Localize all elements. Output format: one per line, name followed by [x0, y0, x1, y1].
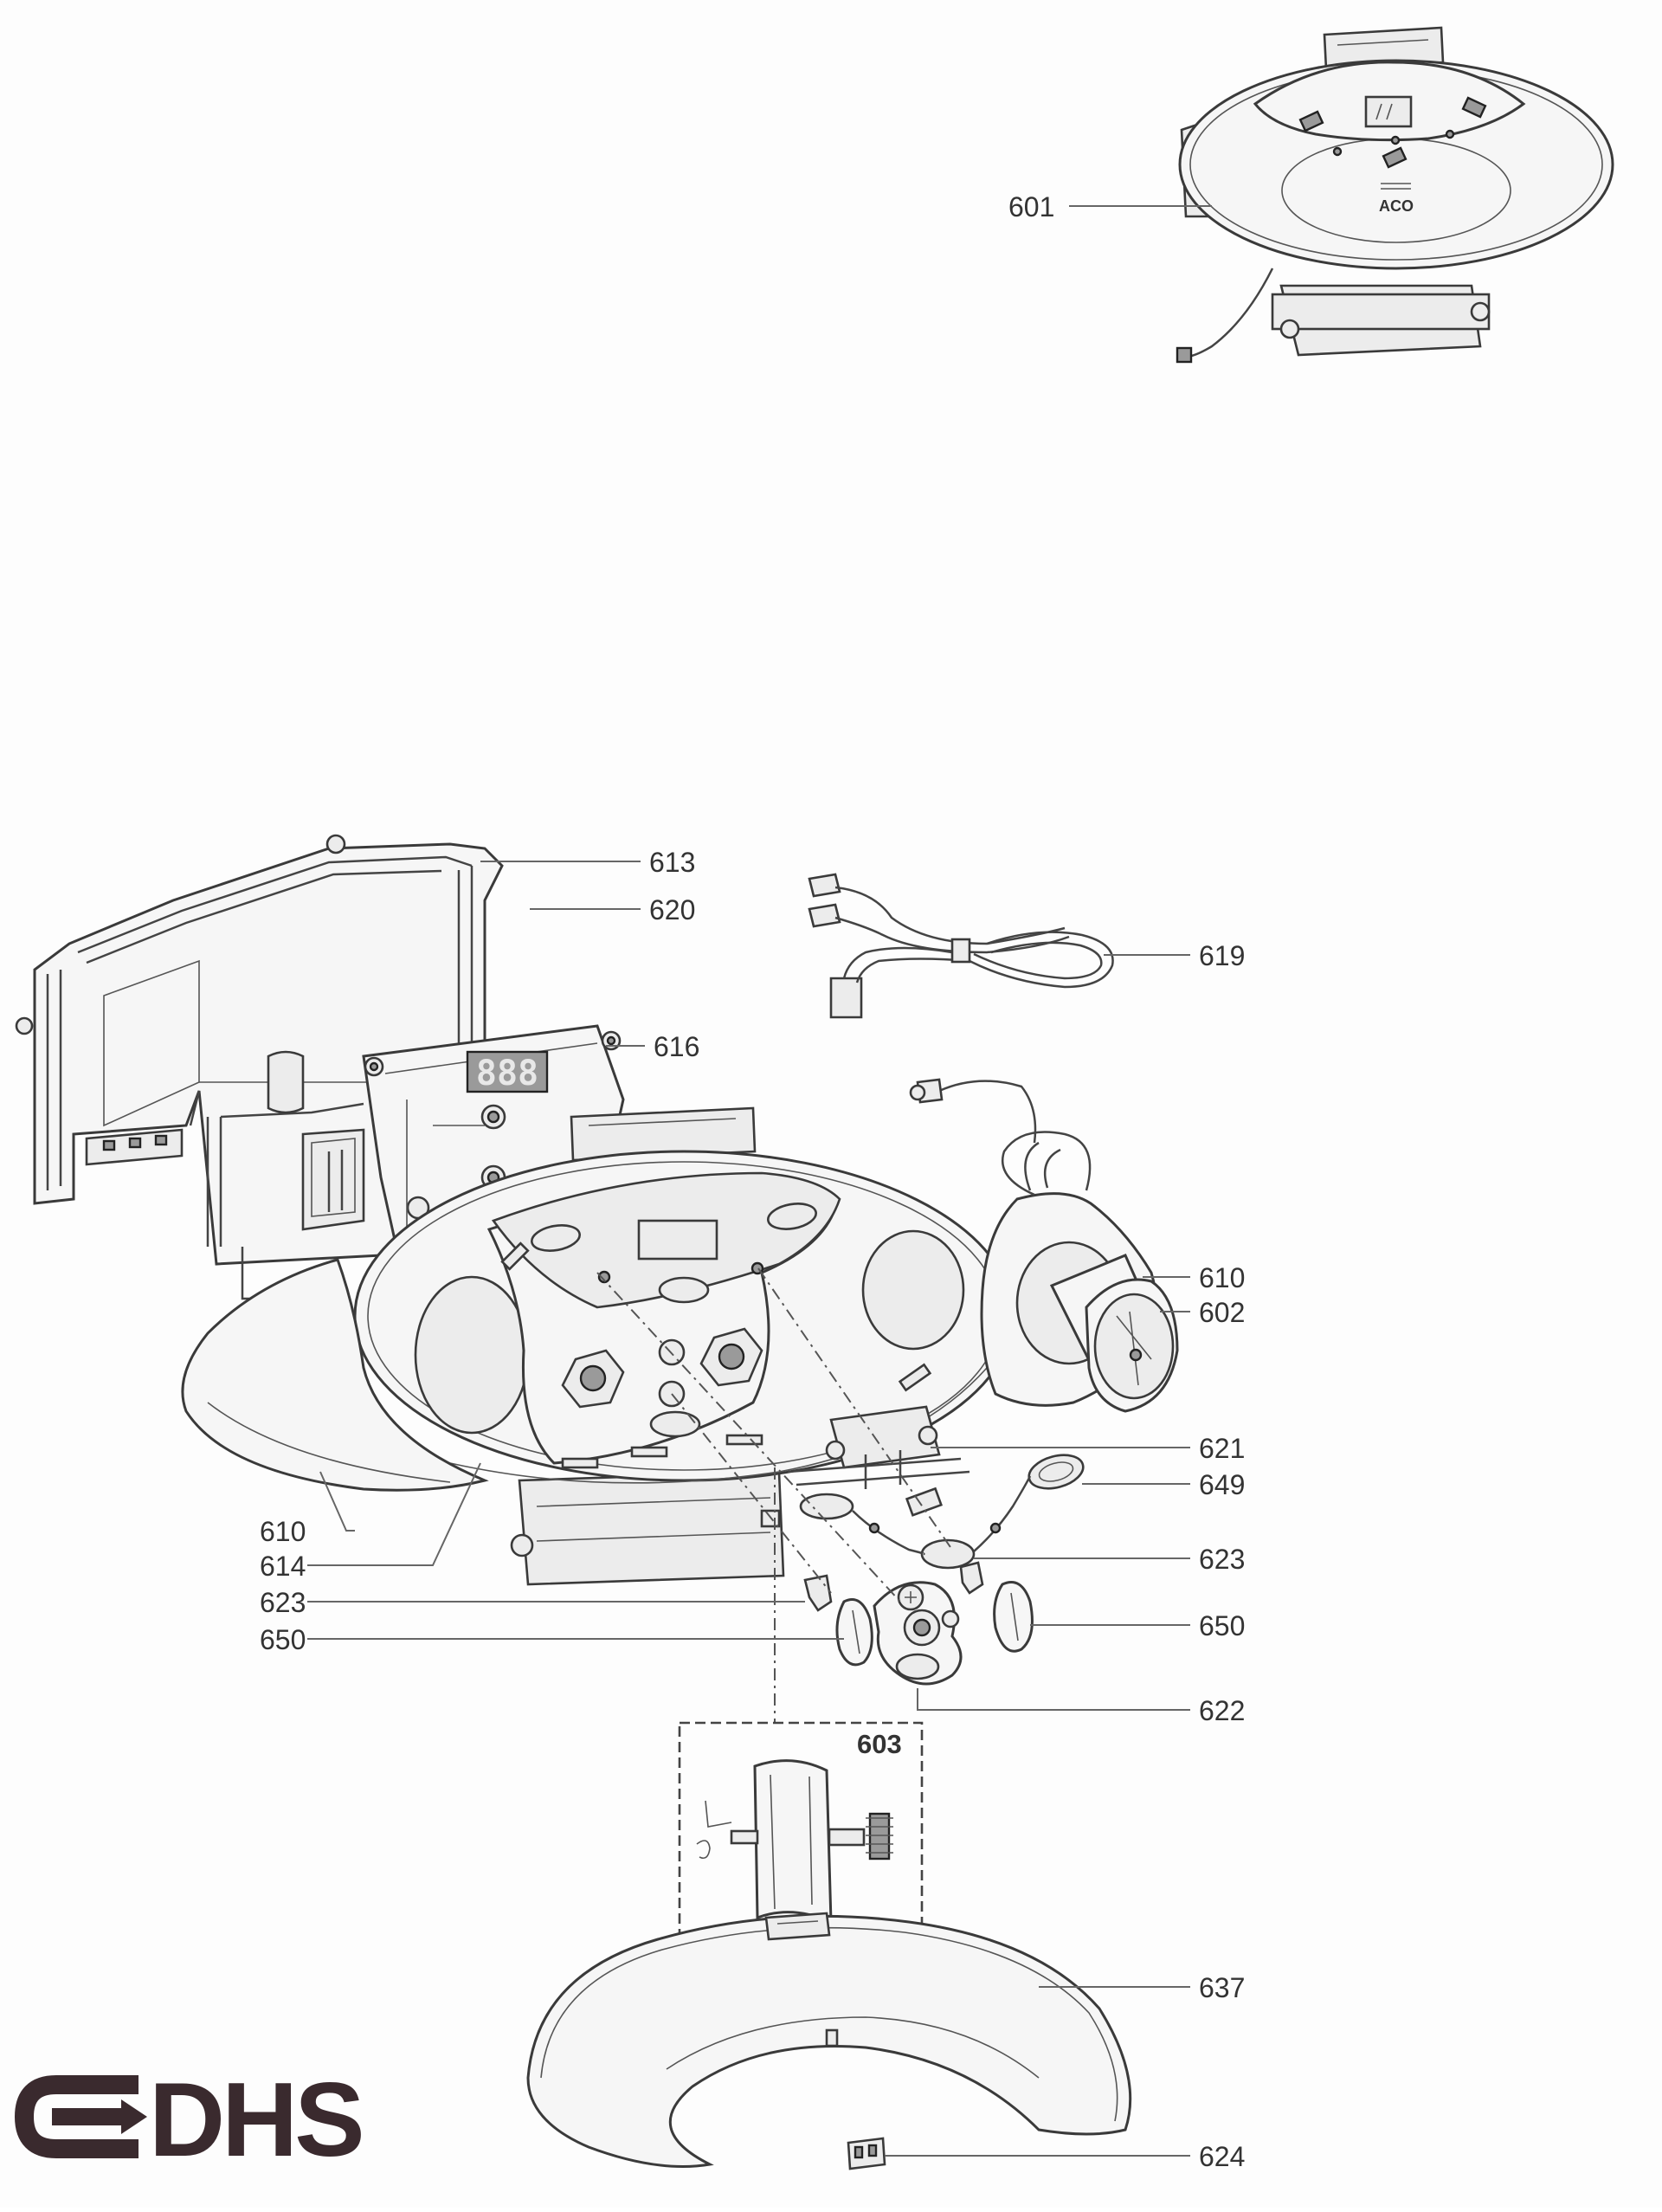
bottom-bracket: [518, 1470, 785, 1586]
seven-segment-display: [466, 1050, 549, 1093]
connector-624: [847, 2137, 886, 2170]
axis-line-2: [757, 1267, 953, 1551]
right-valve-nut: [699, 1327, 763, 1387]
callout-623-left: 623: [260, 1587, 306, 1618]
callout-620: 620: [649, 894, 695, 925]
cartridge-detail-603: [678, 1721, 924, 1941]
left-valve-nut: [561, 1349, 625, 1409]
glass-bracket-621: [787, 1405, 970, 1489]
assembled-panel-601: ACO: [1176, 26, 1614, 364]
dhs-logo: DHS: [14, 2060, 365, 2178]
callout-601: 601: [1008, 191, 1054, 222]
callout-603: 603: [857, 1729, 902, 1759]
knob-650-left: [835, 1598, 873, 1667]
callout-614: 614: [260, 1551, 306, 1582]
callout-610-right: 610: [1199, 1262, 1245, 1293]
clip-623-right: [959, 1561, 984, 1595]
callout-602: 602: [1199, 1297, 1245, 1328]
left-cover-610: [181, 1258, 489, 1492]
wire-harness-619: [808, 873, 1114, 1019]
callout-613: 613: [649, 847, 695, 878]
callout-619: 619: [1199, 940, 1245, 971]
callout-621: 621: [1199, 1433, 1245, 1464]
callout-622: 622: [1199, 1695, 1245, 1726]
mini-display-window: [1364, 95, 1413, 128]
callout-650-left: 650: [260, 1624, 306, 1655]
callout-623-right: 623: [1199, 1544, 1245, 1575]
callout-610-left: 610: [260, 1516, 306, 1547]
clip-623-left: [803, 1574, 833, 1612]
callout-624: 624: [1199, 2141, 1245, 2172]
callout-649: 649: [1199, 1469, 1245, 1500]
logo-text: DHS: [149, 2060, 362, 2178]
handle-602: [1049, 1254, 1179, 1413]
callout-616: 616: [654, 1031, 699, 1062]
display-digits: 888: [476, 1054, 538, 1093]
callout-650-right: 650: [1199, 1610, 1245, 1641]
callout-labels: 601 613 620 619 616 610 602 621 649 623 …: [260, 191, 1245, 2172]
knob-650-right: [993, 1581, 1034, 1653]
valve-assembly-622: [873, 1581, 963, 1686]
top-clip: [570, 1106, 757, 1162]
axis-line-3: [671, 1393, 832, 1594]
seal-cord-649: [799, 1454, 1085, 1570]
callout-637: 637: [1199, 1972, 1245, 2003]
base-seal-637: [526, 1912, 1132, 2168]
leader-lines: [307, 205, 1212, 2157]
panel-brand-mark: ACO: [1379, 197, 1414, 215]
